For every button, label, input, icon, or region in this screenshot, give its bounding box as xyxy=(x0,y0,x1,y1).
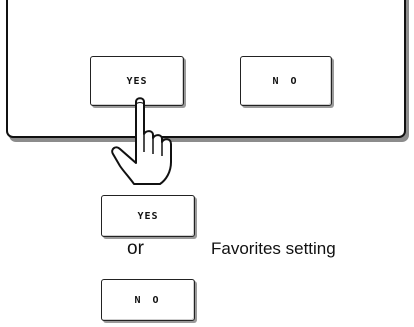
no-button[interactable]: N O xyxy=(240,56,332,106)
no-button-label: N O xyxy=(272,75,300,87)
yes-button[interactable]: YES xyxy=(90,56,184,106)
dialog-panel xyxy=(6,0,406,138)
favorites-setting-label: Favorites setting xyxy=(211,239,336,258)
no-option-label: N O xyxy=(134,294,162,306)
or-text: or xyxy=(127,238,144,259)
pointing-hand-icon xyxy=(111,97,172,185)
yes-option-label: YES xyxy=(137,210,159,222)
yes-option-button: YES xyxy=(101,195,195,237)
no-option-button: N O xyxy=(101,279,195,321)
yes-button-label: YES xyxy=(126,75,148,87)
